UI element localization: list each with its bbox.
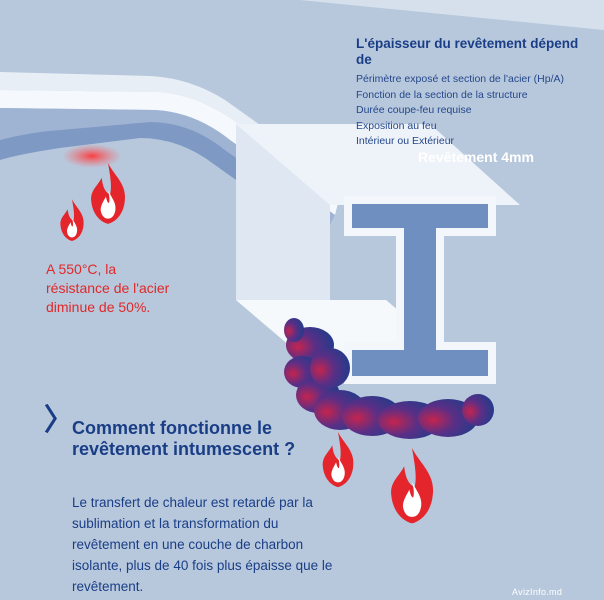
requirements-title: L'épaisseur du revêtement dépend de [356, 36, 579, 67]
flame-icon [391, 448, 434, 524]
flame-icon [322, 432, 354, 488]
explanation-answer: Le transfert de chaleur est retardé par … [72, 495, 333, 594]
requirement-item: Exposition au feu [356, 119, 437, 132]
coating-thickness-label: Revêtement 4mm [418, 149, 534, 165]
requirement-item: Fonction de la section de la structure [356, 88, 528, 101]
watermark: AvizInfo.md [512, 587, 563, 597]
requirement-item: Intérieur ou Extérieur [356, 135, 455, 147]
flame-icon [60, 199, 84, 241]
flame-icon [91, 163, 126, 224]
requirement-item: Périmètre exposé et section de l'acier (… [356, 73, 565, 85]
requirements-list: Périmètre exposé et section de l'acier (… [356, 72, 596, 150]
requirement-item: Durée coupe-feu requise [356, 104, 472, 116]
char-layer [284, 318, 494, 439]
explanation-question: Comment fonctionne le revêtement intumes… [72, 418, 296, 459]
chevron-right-icon: 〉 [44, 404, 74, 437]
temperature-note: A 550°C, la résistance de l'acier diminu… [46, 261, 170, 315]
